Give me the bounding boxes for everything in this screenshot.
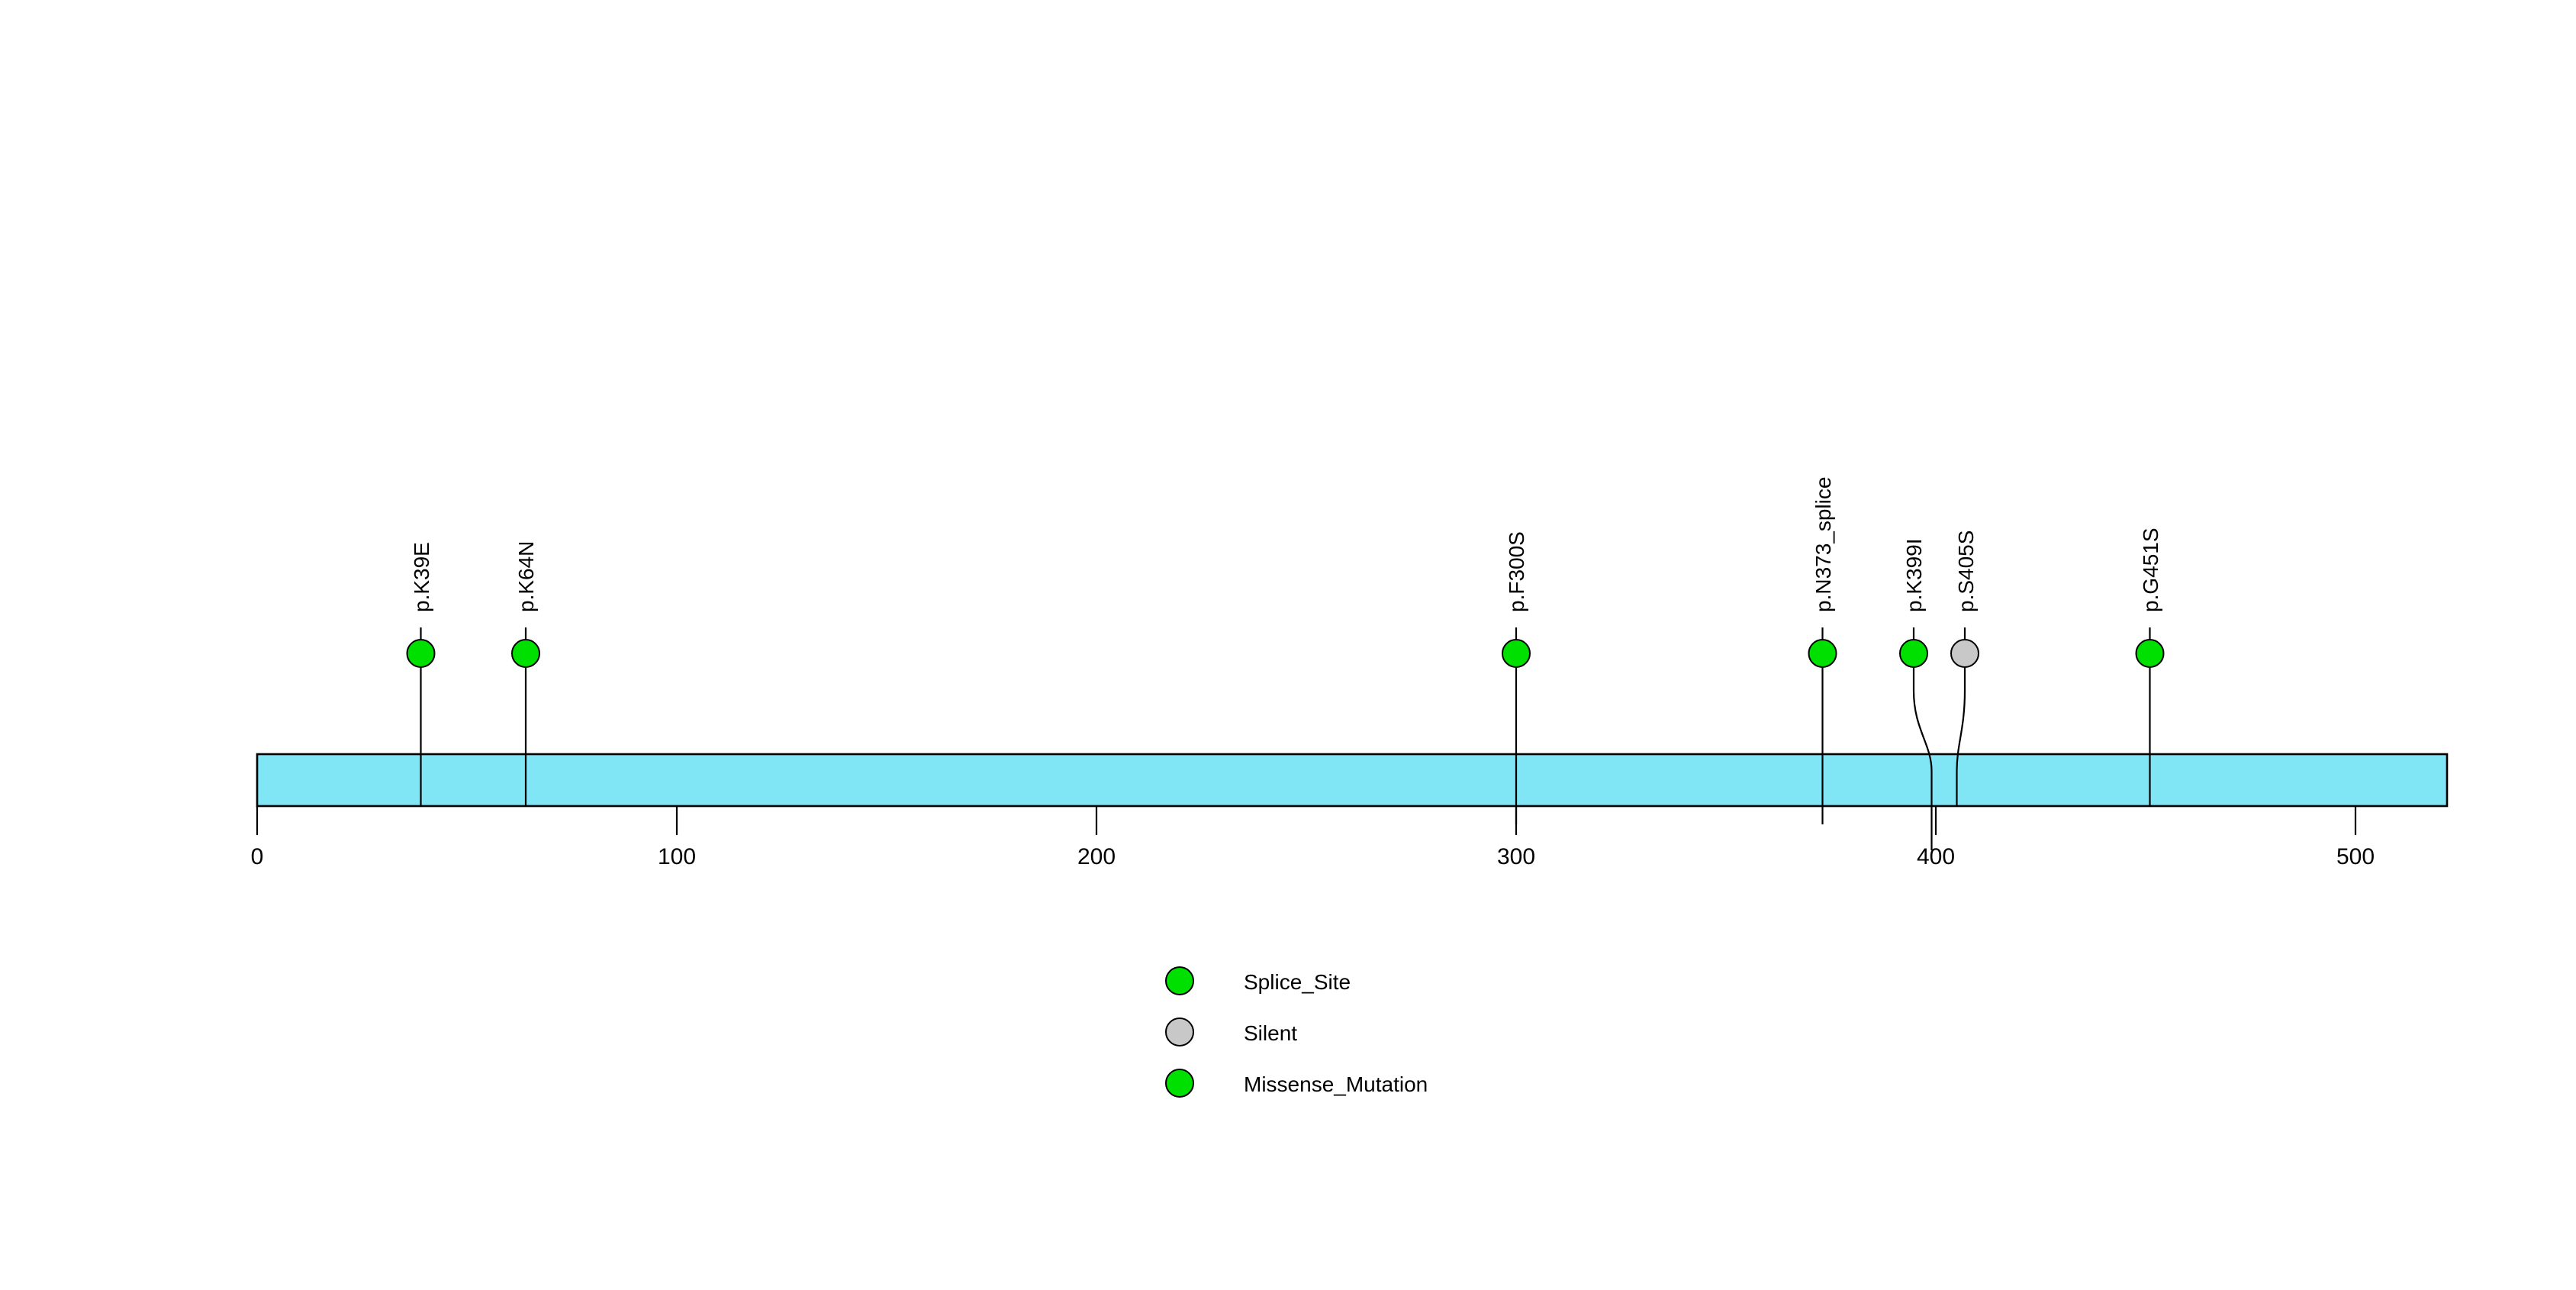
legend-swatch-splice-site: [1165, 966, 1194, 995]
mutation-dot-p-K399I[interactable]: [1899, 639, 1928, 668]
mutation-dot-p-K39E[interactable]: [406, 639, 436, 668]
axis-tick-label-500: 500: [2336, 844, 2375, 869]
stem-p-K399I: [1912, 627, 1933, 850]
axis-tick-label-300: 300: [1497, 844, 1535, 869]
legend: Splice_Site Silent Missense_Mutation: [1165, 966, 1428, 1098]
mutation-label-p-K39E: p.K39E: [410, 542, 433, 612]
axis-tick-label-200: 200: [1077, 844, 1116, 869]
legend-swatch-missense-mutation: [1165, 1069, 1194, 1098]
mutation-dot-p-G451S[interactable]: [2135, 639, 2165, 668]
mutation-label-p-K64N: p.K64N: [514, 541, 538, 612]
axis-tick-label-100: 100: [658, 844, 696, 869]
mutation-dot-p-K64N[interactable]: [511, 639, 540, 668]
legend-label-missense-mutation: Missense_Mutation: [1244, 1072, 1428, 1096]
mutation-label-p-N373-splice: p.N373_splice: [1811, 477, 1835, 612]
mutation-dot-p-N373-splice[interactable]: [1808, 639, 1837, 668]
legend-swatch-silent: [1165, 1017, 1194, 1047]
stem-p-S405S: [1956, 627, 1966, 806]
mutation-label-p-S405S: p.S405S: [1954, 531, 1978, 612]
mutation-label-p-F300S: p.F300S: [1505, 531, 1528, 612]
legend-label-silent: Silent: [1244, 1021, 1297, 1045]
axis-tick-label-0: 0: [251, 844, 264, 869]
mutation-label-p-G451S: p.G451S: [2139, 527, 2162, 612]
axis-tick-label-400: 400: [1917, 844, 1955, 869]
mutation-dot-p-S405S[interactable]: [1950, 639, 1979, 668]
mutation-dot-p-F300S[interactable]: [1502, 639, 1531, 668]
legend-label-splice-site: Splice_Site: [1244, 970, 1351, 994]
legend-item-splice-site[interactable]: Splice_Site: [1165, 966, 1351, 995]
protein-backbone-bar: [256, 753, 2449, 808]
legend-item-silent[interactable]: Silent: [1165, 1017, 1297, 1047]
legend-item-missense-mutation[interactable]: Missense_Mutation: [1165, 1069, 1428, 1098]
mutation-label-p-K399I: p.K399I: [1902, 538, 1926, 612]
